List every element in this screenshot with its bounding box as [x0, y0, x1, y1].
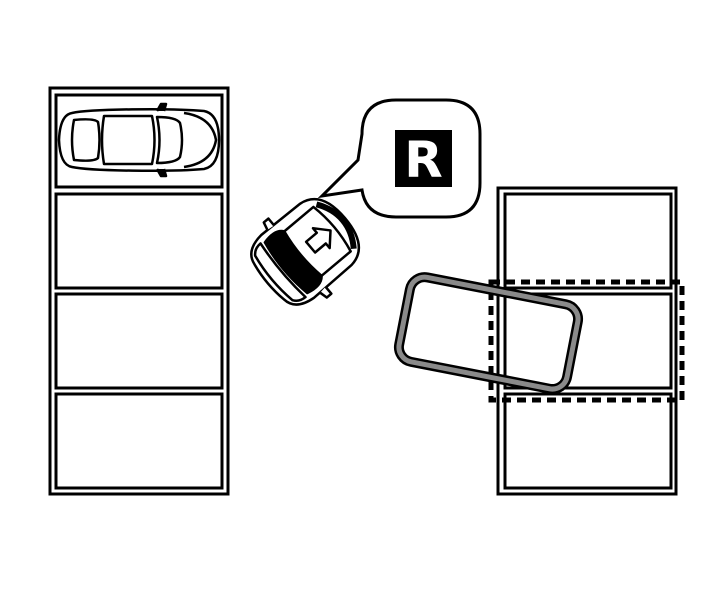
parked-car-rear-window	[70, 118, 101, 162]
parked-car-mirror-bottom	[155, 168, 168, 178]
reversing-car-mirror-right	[319, 285, 333, 299]
right-space-2	[503, 292, 673, 390]
left-space-4	[54, 392, 224, 490]
left-space-2	[54, 192, 224, 290]
reversing-car	[250, 197, 361, 306]
reversing-car-hood	[253, 242, 307, 303]
arrow-down-icon	[304, 226, 332, 254]
left-space-1	[54, 93, 224, 189]
right-space-1	[503, 192, 673, 290]
right-lot-outer-border	[496, 186, 678, 496]
gear-label: R	[404, 131, 443, 189]
right-space-3	[503, 392, 673, 490]
reversing-car-rear-glass	[315, 201, 357, 250]
gear-speech-bubble: R	[317, 98, 482, 219]
projected-car-outline	[393, 272, 584, 395]
parked-car-roof	[100, 114, 156, 166]
left-lot-outer-border	[48, 86, 230, 496]
left-parking-lot	[48, 86, 230, 496]
reversing-car-mirror-left	[262, 217, 276, 231]
target-space-dashed-frame	[488, 279, 685, 403]
parked-car	[57, 102, 221, 178]
parked-car-hood-line	[183, 111, 218, 169]
gear-badge	[395, 130, 452, 187]
projected-car-outline-inner	[396, 274, 581, 392]
parked-car-windshield	[155, 115, 184, 165]
parked-car-mirror-top	[155, 102, 168, 112]
projected-car-outline-outer	[393, 272, 584, 395]
right-parking-lot	[496, 186, 678, 496]
left-space-3	[54, 292, 224, 390]
